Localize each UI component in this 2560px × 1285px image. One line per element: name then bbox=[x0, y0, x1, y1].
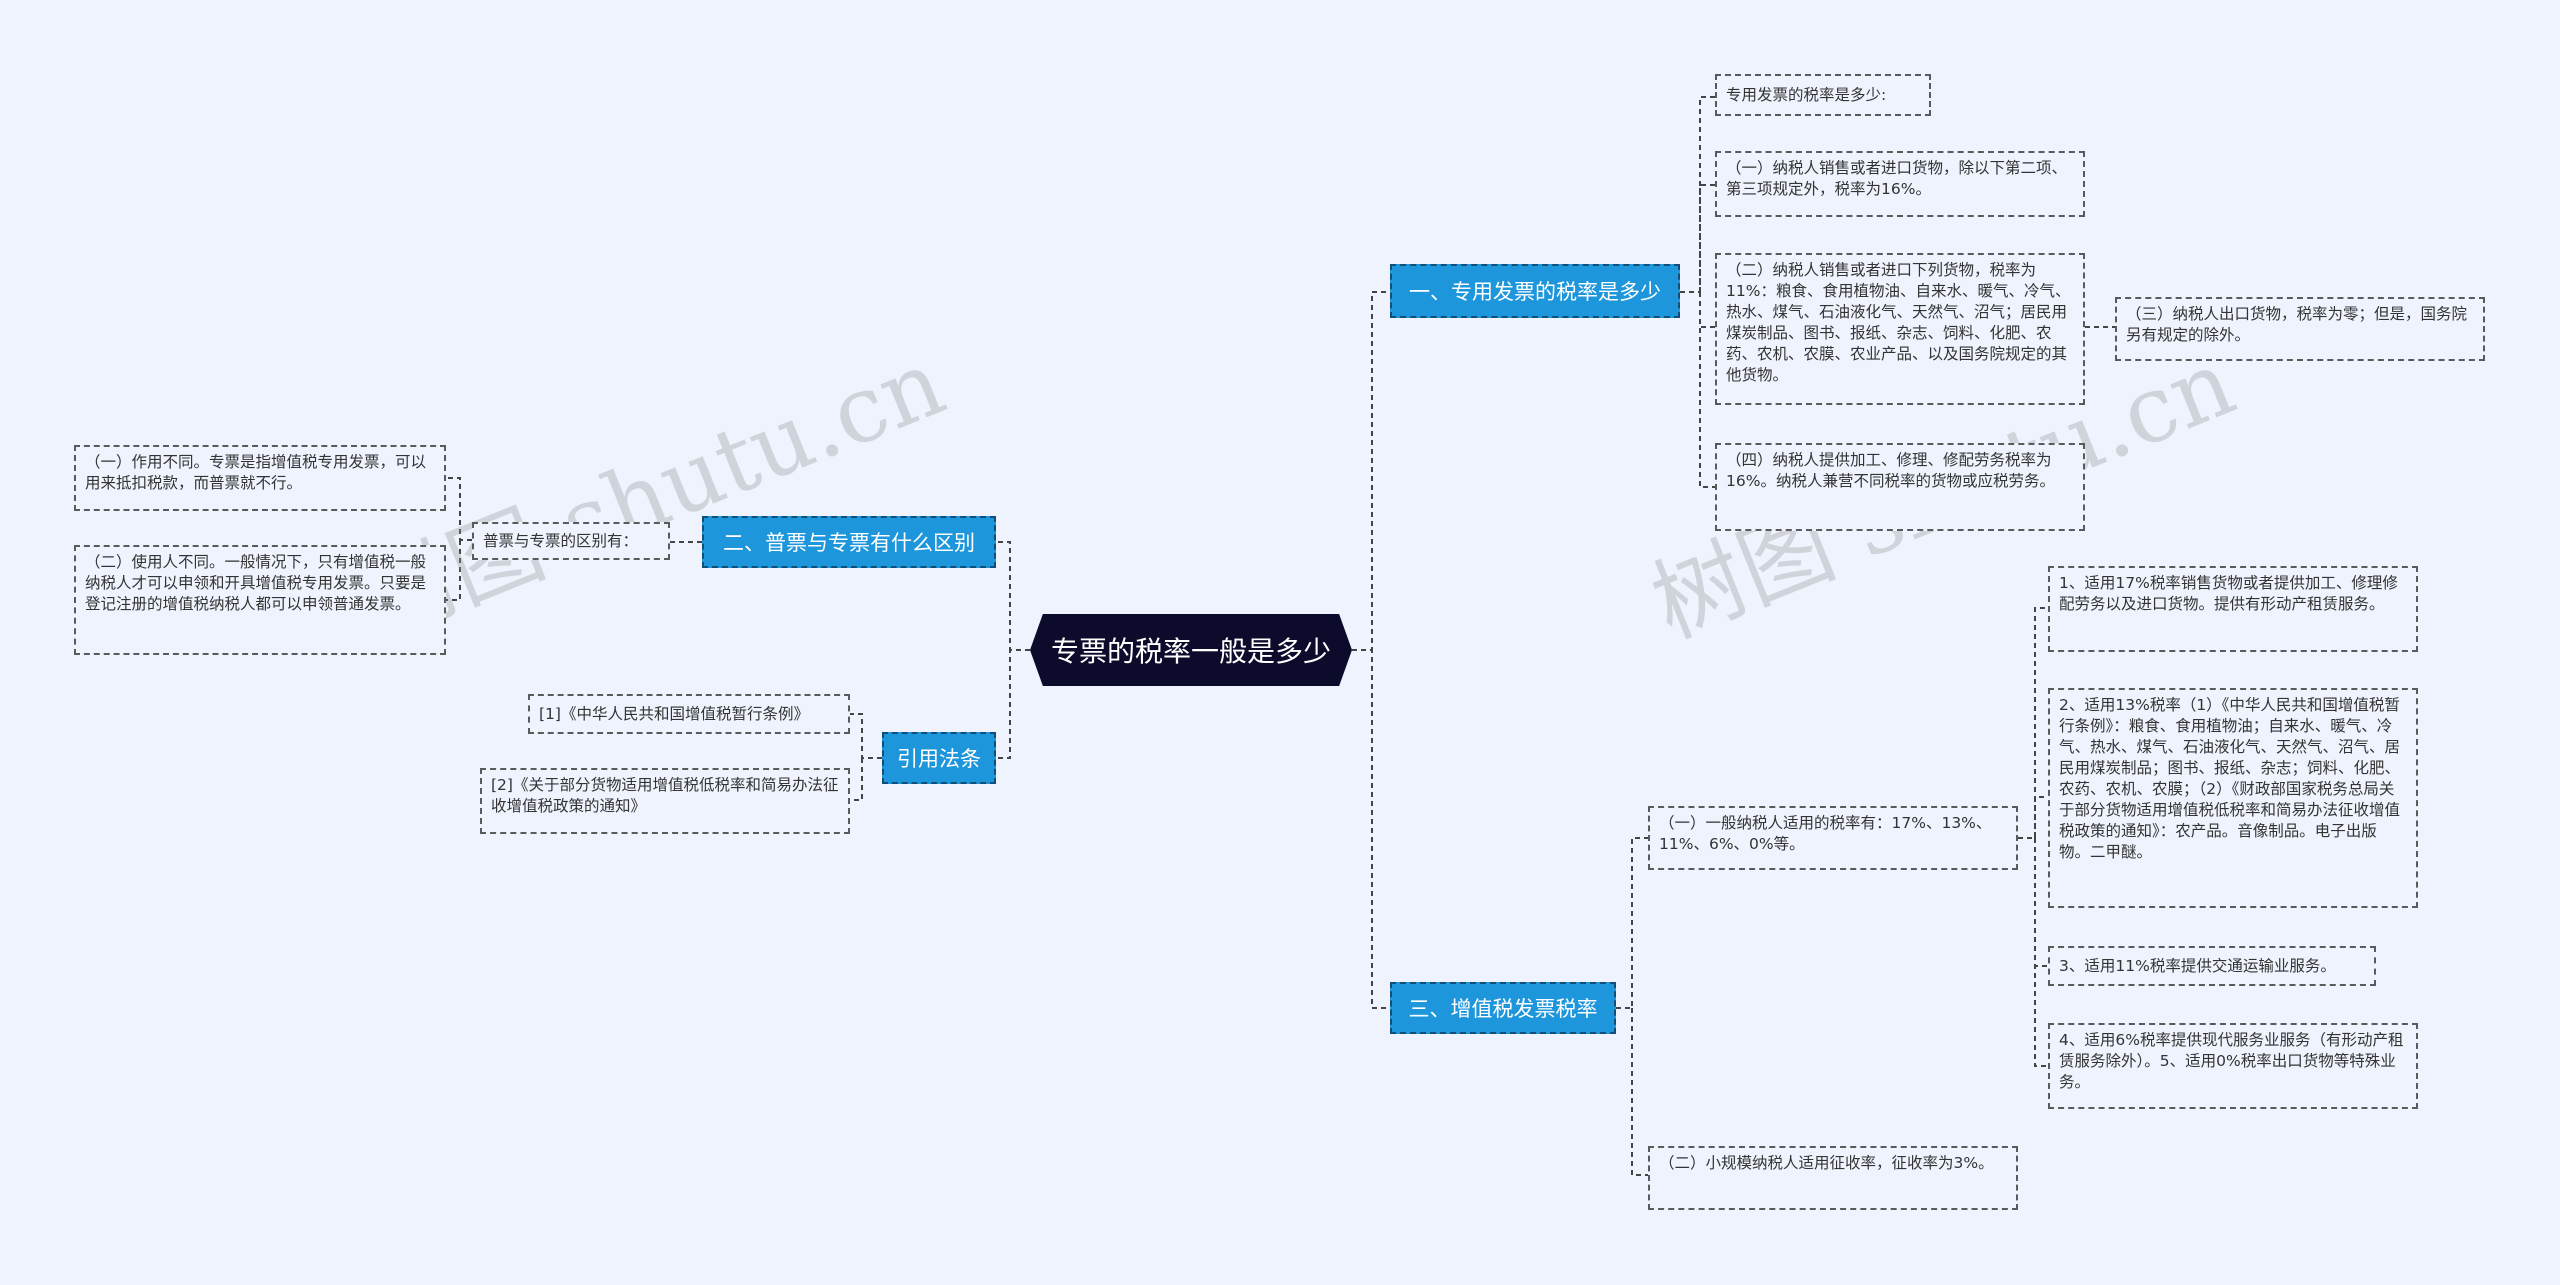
leaf-b2-heading: 普票与专票的区别有： bbox=[472, 522, 670, 560]
link-b2-leaves bbox=[446, 477, 670, 601]
link-root-b2 bbox=[996, 541, 1030, 651]
leaf-b1-heading: 专用发票的税率是多少: bbox=[1715, 74, 1931, 116]
branch-invoice-difference[interactable]: 二、普票与专票有什么区别 bbox=[702, 516, 996, 568]
leaf-rate-6-and-0: 4、适用6%税率提供现代服务业服务（有形动产租赁服务除外）。5、适用0%税率出口… bbox=[2048, 1023, 2418, 1109]
link-root-b4 bbox=[1352, 649, 1390, 1009]
leaf-b1-item-4: （四）纳税人提供加工、修理、修配劳务税率为16%。纳税人兼营不同税率的货物或应税… bbox=[1715, 443, 2085, 531]
link-b1-leaves bbox=[1680, 96, 1715, 488]
leaf-b1-item-3: （三）纳税人出口货物，税率为零；但是，国务院另有规定的除外。 bbox=[2115, 297, 2485, 361]
leaf-law-1: [1]《中华人民共和国增值税暂行条例》 bbox=[528, 694, 850, 734]
root-topic[interactable]: 专票的税率一般是多少 bbox=[1030, 614, 1352, 686]
leaf-b1-item-1: （一）纳税人销售或者进口货物，除以下第二项、第三项规定外，税率为16%。 bbox=[1715, 151, 2085, 217]
branch-cited-laws[interactable]: 引用法条 bbox=[882, 732, 996, 784]
link-root-b1 bbox=[1352, 291, 1390, 651]
leaf-b2-item-1: （一）作用不同。专票是指增值税专用发票，可以用来抵扣税款，而普票就不行。 bbox=[74, 445, 446, 511]
leaf-general-taxpayer: （一）一般纳税人适用的税率有：17%、13%、11%、6%、0%等。 bbox=[1648, 806, 2018, 870]
link-b4-mid bbox=[1616, 837, 1648, 1176]
branch-special-invoice-rate[interactable]: 一、专用发票的税率是多少 bbox=[1390, 264, 1680, 318]
link-b3-leaves bbox=[850, 713, 882, 801]
leaf-law-2: [2]《关于部分货物适用增值税低税率和简易办法征收增值税政策的通知》 bbox=[480, 768, 850, 834]
leaf-b2-item-2: （二）使用人不同。一般情况下，只有增值税一般纳税人才可以申领和开具增值税专用发票… bbox=[74, 545, 446, 655]
leaf-rate-11: 3、适用11%税率提供交通运输业服务。 bbox=[2048, 946, 2376, 986]
leaf-rate-13: 2、适用13%税率（1）《中华人民共和国增值税暂行条例》：粮食、食用植物油；自来… bbox=[2048, 688, 2418, 908]
link-m1-subs bbox=[2018, 607, 2048, 1067]
leaf-small-taxpayer: （二）小规模纳税人适用征收率，征收率为3%。 bbox=[1648, 1146, 2018, 1210]
leaf-b1-item-2: （二）纳税人销售或者进口下列货物，税率为11%：粮食、食用植物油、自来水、暖气、… bbox=[1715, 253, 2085, 405]
link-root-b3 bbox=[996, 649, 1030, 759]
branch-vat-invoice-rate[interactable]: 三、增值税发票税率 bbox=[1390, 982, 1616, 1034]
leaf-rate-17: 1、适用17%税率销售货物或者提供加工、修理修配劳务以及进口货物。提供有形动产租… bbox=[2048, 566, 2418, 652]
